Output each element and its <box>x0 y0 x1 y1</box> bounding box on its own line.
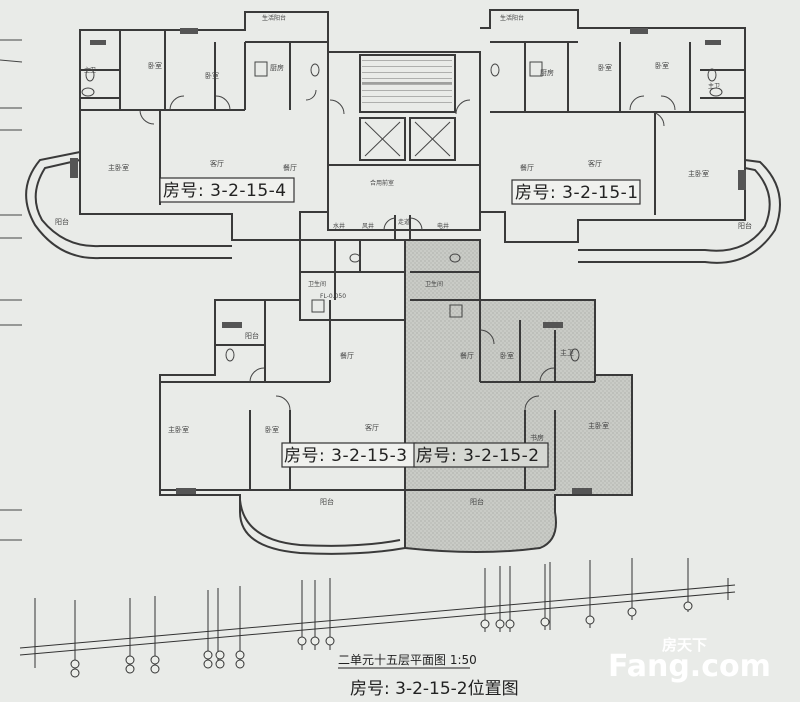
room-balcony-3: 阳台 <box>245 331 259 340</box>
watermark-cn: 房天下 <box>662 636 707 654</box>
room-kitchen-1: 厨房 <box>270 63 284 72</box>
room-master-bath-2: 主卫 <box>708 82 720 90</box>
room-balcony-1: 阳台 <box>55 217 69 226</box>
room-living-3: 客厅 <box>365 423 379 432</box>
unit-label-4: 房号: 3-2-15-4 <box>159 177 295 203</box>
drawing-title: 二单元十五层平面图 1:50 <box>338 653 477 667</box>
room-restaurant-1: 餐厅 <box>283 163 297 172</box>
level-mark: FL-0.050 <box>320 293 346 300</box>
room-balcony-2: 阳台 <box>738 221 752 230</box>
room-master-bath-1: 主卫 <box>84 66 96 74</box>
room-corridor: 走道 <box>398 218 410 226</box>
svg-text:房号: 3-2-15-2: 房号: 3-2-15-2 <box>416 446 540 466</box>
room-aux-balcony-2: 生活阳台 <box>500 14 524 22</box>
svg-text:房号: 3-2-15-1: 房号: 3-2-15-1 <box>515 183 639 203</box>
room-master-3: 主卧室 <box>168 425 189 434</box>
room-living-2: 客厅 <box>588 159 602 168</box>
room-bedroom-6: 卧室 <box>500 351 514 360</box>
room-restaurant-4: 餐厅 <box>460 351 474 360</box>
watermark-en: Fang.com <box>608 649 771 684</box>
room-master-bath-3: 主卫 <box>560 348 574 357</box>
axis-bubbles <box>70 601 693 678</box>
room-bedroom-1: 卧室 <box>148 61 162 70</box>
room-wind: 风井 <box>362 222 374 230</box>
watermark: 房天下 Fang.com <box>608 636 771 684</box>
room-restaurant-3: 餐厅 <box>340 351 354 360</box>
room-hall: 合用前室 <box>370 179 394 187</box>
room-shaft: 水井 <box>333 222 345 230</box>
room-master-2: 主卧室 <box>688 169 709 178</box>
lower-block-walls <box>159 239 596 555</box>
room-toilet-3: 卫生间 <box>308 280 326 288</box>
room-toilet-2: 卫生间 <box>425 280 443 288</box>
upper-block-walls <box>25 9 781 264</box>
svg-text:房号: 3-2-15-4: 房号: 3-2-15-4 <box>163 181 287 201</box>
room-bedroom-4: 卧室 <box>655 61 669 70</box>
door-swings <box>139 89 676 411</box>
room-bedroom-5: 卧室 <box>265 425 279 434</box>
room-aux-balcony-1: 生活阳台 <box>262 14 286 22</box>
svg-text:房号: 3-2-15-3: 房号: 3-2-15-3 <box>284 446 408 466</box>
room-labels: 卧室 卧室 主卧室 客厅 餐厅 厨房 生活阳台 生活阳台 阳台 卧室 卧室 厨房… <box>55 14 752 506</box>
unit-2-highlight <box>404 239 633 553</box>
room-study: 书房 <box>530 433 544 442</box>
room-balcony-5: 阳台 <box>470 497 484 506</box>
room-kitchen-2: 厨房 <box>540 68 554 77</box>
margin-lines <box>0 39 23 541</box>
room-balcony-4: 阳台 <box>320 497 334 506</box>
elevators <box>364 121 451 157</box>
room-living-1: 客厅 <box>210 159 224 168</box>
window-marks <box>70 28 746 494</box>
caption: 房号: 3-2-15-2位置图 <box>350 679 519 699</box>
unit-label-1: 房号: 3-2-15-1 <box>511 179 641 205</box>
room-bedroom-2: 卧室 <box>205 71 219 80</box>
room-elec: 电井 <box>437 222 449 230</box>
fixtures <box>81 61 723 362</box>
room-bedroom-3: 卧室 <box>598 63 612 72</box>
unit-label-3: 房号: 3-2-15-3 <box>281 442 417 468</box>
room-master-1: 主卧室 <box>108 163 129 172</box>
room-restaurant-2: 餐厅 <box>520 163 534 172</box>
unit-label-2: 房号: 3-2-15-2 <box>413 442 549 468</box>
room-master-4: 主卧室 <box>588 421 609 430</box>
